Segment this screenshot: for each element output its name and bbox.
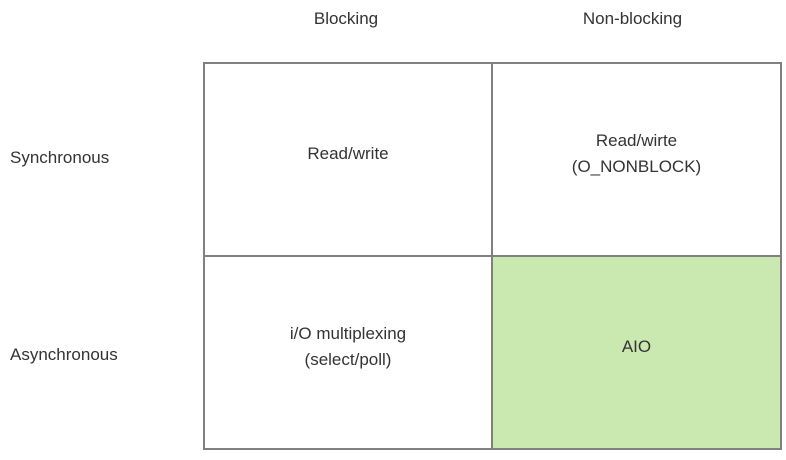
cell-text: i/O multiplexing (select/poll) [205, 321, 491, 373]
cell-line-1: i/O multiplexing [289, 323, 407, 343]
matrix-row-asynchronous: i/O multiplexing (select/poll) AIO [203, 255, 782, 450]
cell-asynchronous-non-blocking[interactable]: AIO [491, 255, 782, 450]
cell-synchronous-blocking[interactable]: Read/write [203, 62, 493, 257]
cell-line-1: Read/wirte [595, 130, 678, 150]
column-header-blocking: Blocking [313, 9, 379, 28]
cell-asynchronous-blocking[interactable]: i/O multiplexing (select/poll) [203, 255, 493, 450]
cell-text: Read/wirte (O_NONBLOCK) [493, 128, 780, 180]
cell-line-1: AIO [621, 336, 652, 356]
cell-line-2: (O_NONBLOCK) [571, 156, 702, 176]
cell-synchronous-non-blocking[interactable]: Read/wirte (O_NONBLOCK) [491, 62, 782, 257]
row-header-synchronous: Synchronous [10, 148, 110, 167]
cell-text: AIO [493, 334, 780, 360]
cell-line-1: Read/write [307, 143, 389, 163]
matrix-grid: Read/write Read/wirte (O_NONBLOCK) i/O m… [203, 62, 782, 450]
matrix-row-synchronous: Read/write Read/wirte (O_NONBLOCK) [203, 62, 782, 257]
cell-text: Read/write [205, 141, 491, 167]
column-header-non-blocking: Non-blocking [582, 9, 683, 28]
row-header-asynchronous: Asynchronous [10, 345, 118, 364]
cell-line-2: (select/poll) [304, 349, 392, 369]
